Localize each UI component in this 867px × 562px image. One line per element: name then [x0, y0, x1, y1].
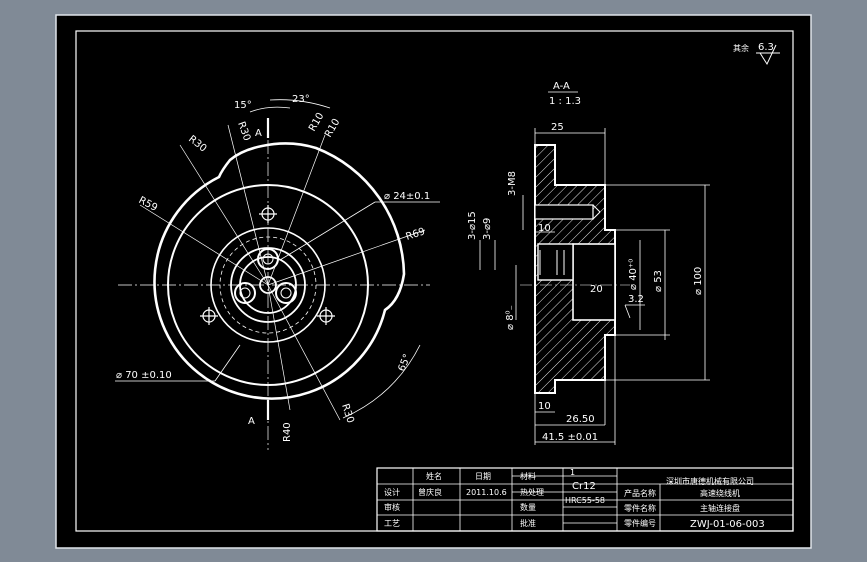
tb-drawing-no: ZWJ-01-06-003	[690, 519, 765, 530]
dim-d53: ⌀ 53	[653, 270, 664, 292]
angle-arc-65	[342, 344, 421, 419]
dim-25: 25	[551, 122, 564, 133]
tb-company: 深圳市唐德机械有限公司	[666, 476, 754, 486]
roughness-value: 6.3	[758, 42, 774, 53]
tb-approve-label: 批准	[520, 518, 536, 528]
outer-contour	[153, 142, 406, 400]
d24-label: ⌀ 24±0.1	[384, 191, 430, 202]
section-mark-top: A	[255, 128, 262, 139]
dim-3d15: 3-⌀15	[467, 211, 478, 240]
tb-date: 2011.10.6	[466, 488, 507, 497]
title-block	[376, 467, 794, 532]
dim-20: 20	[590, 284, 603, 295]
inner-holes	[234, 248, 297, 304]
section-title: A-A	[553, 81, 570, 92]
tb-material-label: 材料	[520, 471, 536, 481]
tb-part-name: 主轴连接盘	[700, 503, 740, 513]
dim-d8: ⌀ 8⁰₋	[505, 305, 516, 330]
tb-process: 工艺	[384, 519, 400, 528]
angle-23-label: 23°	[292, 94, 310, 105]
section-bore	[572, 243, 616, 321]
dim-3d9: 3-⌀9	[482, 218, 493, 240]
circle-r59	[167, 184, 369, 386]
bolt-circle	[219, 236, 317, 334]
angle-arc-15	[249, 106, 291, 113]
tb-product-name: 高速绕线机	[700, 488, 740, 498]
tb-quantity: 1	[570, 468, 575, 477]
dim-d100: ⌀ 100	[693, 267, 704, 295]
title-block-text: 姓名 日期 设计 审核 工艺 曾庆良 2011.10.6 材料 热处理 数量 批…	[384, 468, 765, 530]
tb-no-label: 零件编号	[624, 518, 656, 528]
section-mark-bottom: A	[248, 416, 255, 427]
tb-design: 设计	[384, 487, 400, 497]
tb-hardness: HRC55-58	[565, 496, 605, 505]
r40-label: R40	[282, 422, 293, 442]
dim-3m8: 3-M8	[507, 171, 518, 196]
tb-heat-label: 热处理	[520, 487, 544, 497]
section-scale: 1 : 1.3	[549, 96, 581, 107]
tb-col-name: 姓名	[426, 471, 442, 481]
circle-mid	[210, 227, 326, 343]
dim-10-top: 10	[538, 223, 551, 234]
front-view	[115, 99, 440, 450]
tb-check: 审核	[384, 502, 400, 512]
dim-41-5: 41.5 ±0.01	[542, 432, 598, 443]
circle-center	[259, 276, 277, 294]
tb-part-label: 零件名称	[624, 503, 656, 513]
dim-3-2: 3.2	[628, 294, 644, 305]
tb-product-label: 产品名称	[624, 488, 656, 498]
roughness-symbol: 其余 6.3	[733, 42, 780, 66]
leader-r30-bottom	[267, 284, 341, 421]
section-view: A-A 1 : 1.3	[467, 81, 710, 445]
section-thread-hole	[534, 204, 594, 220]
tb-designer: 曾庆良	[418, 487, 442, 497]
tb-col-date: 日期	[475, 472, 491, 481]
drawing-sheet	[55, 14, 812, 549]
bolt-holes	[200, 205, 335, 325]
dim-d40: ⌀ 40⁺⁰	[628, 259, 639, 290]
tb-material: Cr12	[572, 481, 596, 492]
tb-qty-label: 数量	[520, 502, 536, 512]
d70-label: ⌀ 70 ±0.10	[116, 370, 172, 381]
leader-r59	[139, 204, 269, 286]
angle-arc-23	[269, 99, 331, 109]
dim-10-bottom: 10	[538, 401, 551, 412]
dim-26-50: 26.50	[566, 414, 595, 425]
angle-15-label: 15°	[234, 100, 252, 111]
roughness-label: 其余	[733, 43, 749, 53]
section-counterbore	[537, 243, 574, 281]
